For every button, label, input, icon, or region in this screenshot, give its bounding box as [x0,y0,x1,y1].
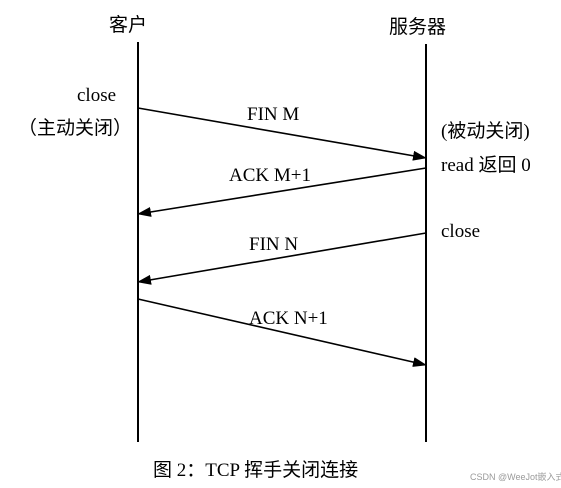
server-close-label: close [441,221,480,242]
ack-n-arrow [137,298,427,367]
figure-caption: 图 2：TCP 挥手关闭连接 [153,459,358,481]
fin-n-arrow [137,232,427,285]
server-read-return-label: read 返回 0 [441,154,531,176]
ack-n-label: ACK N+1 [249,308,328,329]
fin-m-arrow [137,107,427,161]
client-close-label: close [77,85,116,106]
fin-m-label: FIN M [247,104,299,125]
client-active-close-label: （主动关闭） [18,117,132,139]
server-header: 服务器 [389,16,446,38]
ack-m-arrow [137,167,427,217]
watermark-text: CSDN @WeeJot嵌入式 [470,471,561,482]
ack-m-label: ACK M+1 [229,165,311,186]
server-passive-close-label: (被动关闭) [441,120,530,142]
fin-n-label: FIN N [249,234,298,255]
client-header: 客户 [109,14,147,36]
